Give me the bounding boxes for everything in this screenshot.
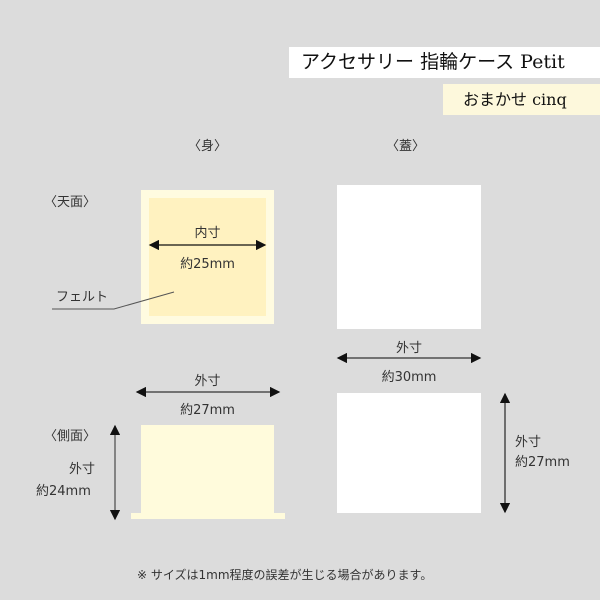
lid-top-view [337,185,481,329]
body-side-view [141,425,274,513]
column-label-body: 〈身〉 [188,139,228,154]
felt-label: フェルト [56,290,109,305]
product-subtitle: おまかせ cinq [443,84,600,115]
body-width-value: 約27mm [180,403,235,418]
lid-width-value: 約30mm [381,370,437,385]
row-label-top-view: 〈天面〉 [44,195,97,210]
inner-dimension-label: 内寸 [194,226,221,241]
size-tolerance-note: ※ サイズは1mm程度の誤差が生じる場合があります。 [137,568,433,582]
body-height-value: 約24mm [36,484,91,499]
felt-lining [149,198,266,316]
column-label-lid: 〈蓋〉 [386,139,426,154]
inner-dimension-value: 約25mm [180,257,235,272]
lid-height-value: 約27mm [515,455,570,470]
lid-width-label: 外寸 [395,341,422,356]
lid-side-view [337,393,481,513]
body-width-label: 外寸 [194,374,221,389]
lid-height-label: 外寸 [515,435,542,450]
body-side-base [131,513,285,519]
row-label-side-view: 〈側面〉 [44,429,97,444]
product-title: アクセサリー 指輪ケース Petit [289,47,600,78]
body-height-label: 外寸 [69,462,96,477]
